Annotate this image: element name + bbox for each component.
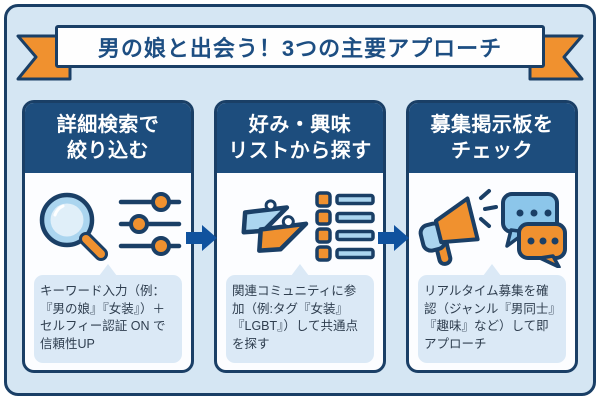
card-header: 詳細検索で 絞り込む — [25, 103, 191, 173]
card-interest-list: 好み・興味 リストから探す — [214, 100, 386, 373]
card-icon-area — [25, 173, 191, 279]
card-description: 関連コミュニティに参加（例:タグ『女装』『LGBT』）して共通点を探す — [232, 284, 359, 351]
speech-bubble: リアルタイム募集を確認（ジャンル『男同士』『趣味』など）して即アプローチ — [418, 264, 566, 363]
card-description: リアルタイム募集を確認（ジャンル『男同士』『趣味』など）して即アプローチ — [424, 284, 555, 351]
bubble-pointer — [291, 264, 309, 276]
megaphone-and-chat-icon — [418, 189, 567, 268]
card-icon-area — [217, 173, 383, 279]
card-header-line: 好み・興味 — [248, 114, 352, 136]
card-description: キーワード入力（例：『男の娘』『女装』）＋セルフィー認証 ON で信頼性UP — [40, 284, 166, 351]
card-header-line: チェック — [451, 140, 533, 162]
chat-bubbles-icon — [501, 192, 567, 268]
speech-bubble: キーワード入力（例：『男の娘』『女装』）＋セルフィー認証 ON で信頼性UP — [34, 264, 182, 363]
arrow-right-icon — [186, 225, 217, 251]
card-header-line: 詳細検索で — [56, 114, 160, 136]
card-bulletin-board: 募集掲示板を チェック — [406, 100, 578, 373]
speech-bubble: 関連コミュニティに参加（例:タグ『女装』『LGBT』）して共通点を探す — [226, 264, 374, 363]
card-header-line: 募集掲示板を — [430, 114, 554, 136]
bubble-pointer — [483, 264, 501, 276]
list-icon — [315, 191, 375, 262]
page-title: 男の娘と出会う！3つの主要アプローチ — [97, 35, 503, 61]
arrow-right-icon — [378, 225, 409, 251]
card-header: 募集掲示板を チェック — [409, 103, 575, 173]
card-icon-area — [409, 173, 575, 279]
bubble-pointer — [99, 264, 117, 276]
card-header: 好み・興味 リストから探す — [217, 103, 383, 173]
card-detailed-search: 詳細検索で 絞り込む — [22, 100, 194, 373]
card-header-line: リストから探す — [228, 140, 372, 162]
filter-sliders-icon — [118, 192, 182, 256]
title-ribbon: 男の娘と出会う！3つの主要アプローチ — [55, 25, 545, 68]
card-header-line: 絞り込む — [67, 140, 149, 162]
megaphone-icon — [418, 189, 498, 266]
tags-and-list-icon — [241, 191, 375, 262]
magnifier-and-sliders-icon — [39, 192, 182, 261]
tags-icon — [241, 199, 309, 253]
magnifier-icon — [39, 192, 108, 261]
